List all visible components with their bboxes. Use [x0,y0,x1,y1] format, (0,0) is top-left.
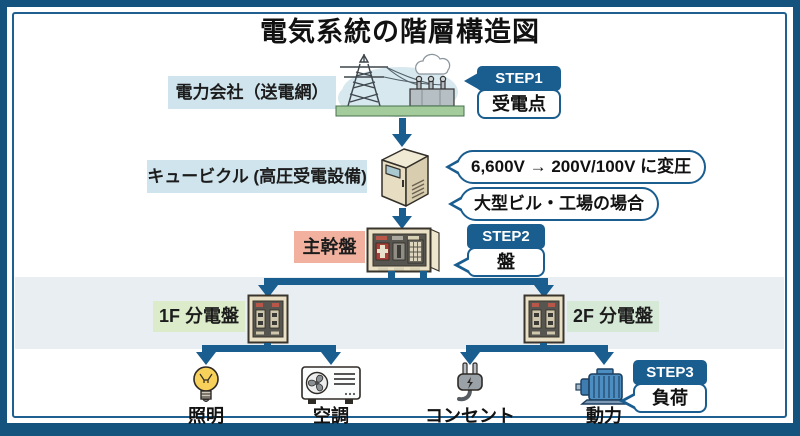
step2-badge: STEP2 [467,224,545,249]
load-label-lighting: 照明 [188,406,224,426]
bubble-tail-icon [450,161,461,173]
connector-line [420,271,427,280]
panel-level-band [15,277,784,349]
page-title: 電気系統の階層構造図 [260,17,540,47]
power-plug-icon [451,362,489,409]
arrow-down-icon [392,216,412,229]
power-company-label: 電力会社（送電網） [168,76,336,109]
distribution-panel-2f-icon [523,294,565,349]
building-bubble: 大型ビル・工場の場合 [448,187,659,221]
connector-line [399,118,406,134]
distribution-panel-1f-icon [247,294,289,349]
connector-line [264,278,548,285]
arrow-down-icon [594,352,614,365]
step2-label: 盤 [467,247,545,277]
voltage-bubble: 6,600V → 200V/100V に変圧 [445,150,707,184]
step2-callout: STEP2 盤 [453,224,545,277]
voltage-bubble-text: 6,600V → 200V/100V に変圧 [471,157,692,176]
arrow-down-icon [196,352,216,365]
step3-callout: STEP3 負荷 [619,360,707,413]
cubicle-icon [374,144,434,213]
step1-label: 受電点 [477,89,561,119]
lightbulb-icon [189,366,223,409]
arrow-down-icon [321,352,341,365]
load-label-hvac: 空調 [313,406,349,426]
callout-tail-icon [464,73,478,89]
panel-2f-label: 2F 分電盤 [567,301,659,332]
callout-tail-icon [625,395,636,407]
main-panel-label: 主幹盤 [294,231,365,263]
step1-badge: STEP1 [477,66,561,91]
bubble-tail-icon [453,198,464,210]
step1-callout: STEP1 受電点 [464,66,561,119]
connector-line [466,345,608,352]
arrow-down-icon [392,134,412,147]
panel-1f-label: 1F 分電盤 [153,301,245,332]
air-conditioner-icon [301,366,361,411]
load-label-outlet: コンセント [425,406,515,426]
connector-line [399,208,406,216]
cubicle-label: キュービクル (高圧受電設備) [147,160,367,193]
arrow-down-icon [460,352,480,365]
motor-icon [575,367,633,410]
main-panel-icon [366,227,442,278]
transmission-tower-icon [334,52,466,123]
load-label-motor: 動力 [586,406,622,426]
step3-label: 負荷 [633,383,707,413]
step3-badge: STEP3 [633,360,707,385]
connector-line [388,271,395,280]
callout-tail-icon [459,259,470,271]
building-bubble-text: 大型ビル・工場の場合 [474,194,644,213]
connector-line [202,345,336,352]
